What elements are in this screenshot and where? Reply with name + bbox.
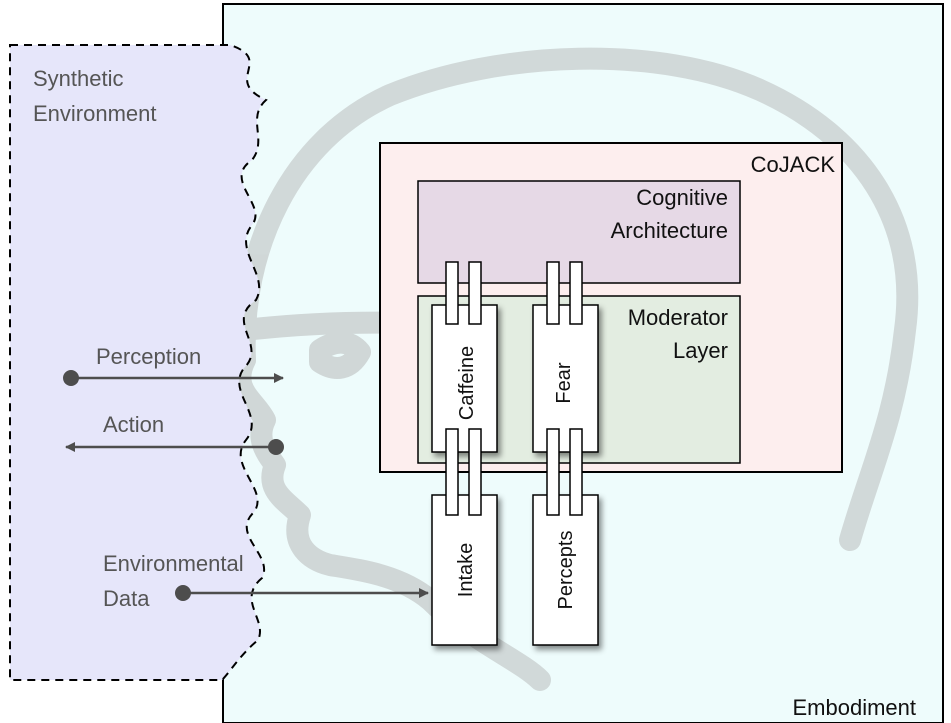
connector-tab: [546, 261, 560, 325]
perception-label: Perception: [96, 344, 201, 369]
connector-tab: [445, 261, 459, 325]
synthetic-environment-region: [9, 44, 268, 681]
connector-tab: [569, 261, 583, 325]
moderator-layer-line2: Layer: [673, 338, 728, 363]
intake-box: [431, 494, 498, 646]
environmental-data-line2: Data: [103, 586, 150, 611]
perception-dot: [63, 370, 79, 386]
connector-tab: [468, 428, 482, 516]
connector-tabs: [445, 261, 583, 516]
action-dot: [268, 439, 284, 455]
fear-box: [532, 304, 599, 453]
cognitive-architecture-line1: Cognitive: [636, 185, 728, 210]
connector-tab: [569, 428, 583, 516]
connector-tab: [546, 428, 560, 516]
embodiment-label: Embodiment: [792, 695, 916, 720]
cognitive-architecture-line2: Architecture: [611, 218, 728, 243]
environmental-data-line1: Environmental: [103, 551, 244, 576]
moderator-layer-line1: Moderator: [628, 305, 728, 330]
connector-tab: [468, 261, 482, 325]
environment-label-line1: Synthetic: [33, 66, 124, 91]
intake-label: Intake: [455, 543, 477, 597]
caffeine-box: [431, 304, 498, 453]
action-label: Action: [103, 412, 164, 437]
fear-label: Fear: [553, 362, 575, 403]
connector-tab: [445, 428, 459, 516]
environmental-data-dot: [175, 585, 191, 601]
environment-label-line2: Environment: [33, 101, 157, 126]
percepts-box: [532, 494, 599, 646]
cojack-label: CoJACK: [751, 152, 836, 177]
caffeine-label: Caffeine: [456, 346, 478, 420]
percepts-label: Percepts: [555, 531, 577, 610]
